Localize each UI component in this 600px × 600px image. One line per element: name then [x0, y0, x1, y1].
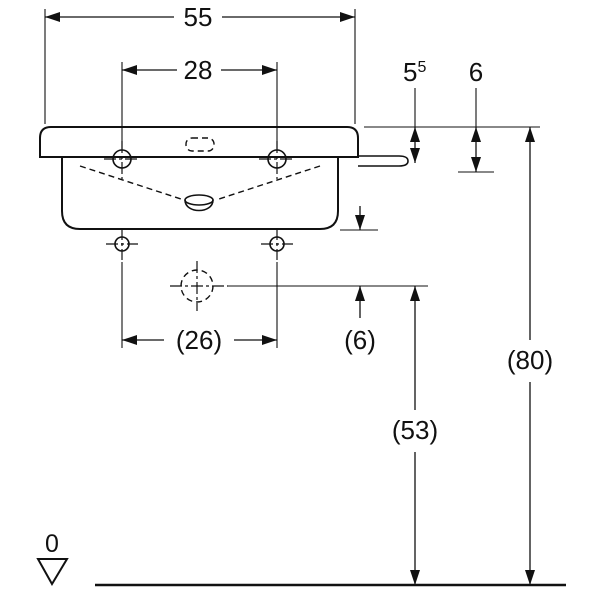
dim55-label: 55: [184, 2, 213, 32]
dim80-label: (80): [507, 345, 553, 375]
dim-rim-rear-height: 6: [469, 57, 483, 172]
dim6b-label: (6): [344, 325, 376, 355]
dim-bottom-to-trap: (6): [344, 206, 376, 355]
fixing-hole-right: [261, 228, 293, 260]
dim-rim-height: (80): [507, 127, 553, 585]
bowl-contour-left: [79, 165, 185, 201]
dim26-label: (26): [176, 325, 222, 355]
basin-body: [61, 156, 339, 230]
bowl-contour-right: [215, 165, 321, 201]
fixing-hole-left: [106, 228, 138, 260]
center-tap-hole-dashed: [185, 137, 215, 152]
dim55mm-label: 55: [403, 57, 426, 87]
dim-tap-spacing: 28: [121, 55, 278, 149]
dim-rim-front-height: 55: [403, 57, 426, 163]
dim-trap-height: (53): [392, 286, 438, 585]
dim-fixing-spacing: (26): [121, 262, 278, 355]
floor-datum: 0: [36, 530, 69, 586]
trap-outlet: [170, 261, 228, 311]
datum-triangle-icon: [36, 558, 69, 586]
mounting-flange: [358, 155, 409, 167]
washbasin-outline: [39, 126, 409, 230]
dim6-label: 6: [469, 57, 483, 87]
basin-rim: [39, 126, 359, 158]
datum-zero-label: 0: [45, 530, 59, 558]
dim53-label: (53): [392, 415, 438, 445]
dim28-label: 28: [184, 55, 213, 85]
drain-cup-bottom: [184, 199, 214, 212]
dim-overall-width: 55: [44, 2, 356, 124]
drain-cup-rim: [184, 194, 214, 206]
